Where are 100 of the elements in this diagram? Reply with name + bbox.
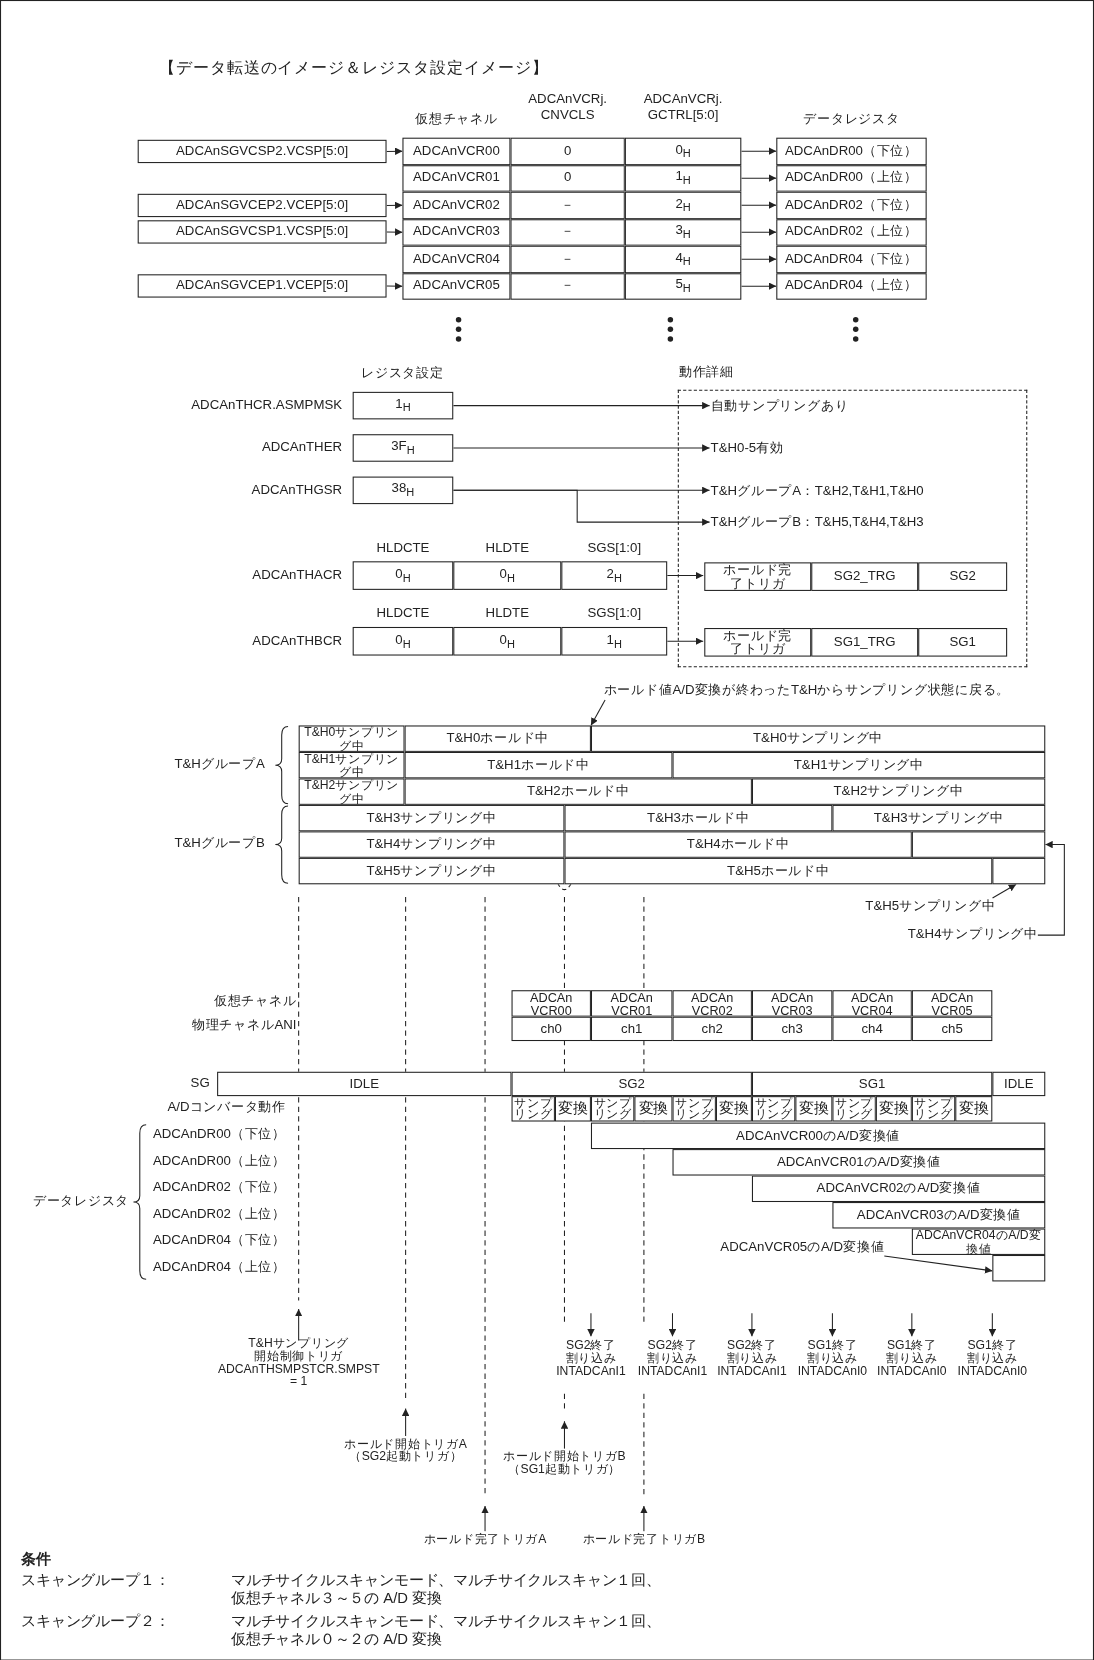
- row-label: ADCAnDR00（上位）: [151, 1153, 286, 1170]
- channel-cell: ch0: [511, 1016, 591, 1042]
- value-bar: ADCAnVCR02のA/D変換値: [751, 1175, 1046, 1202]
- data-register-box: ADCAnDR00（上位）: [776, 164, 927, 192]
- arrow: [740, 282, 777, 290]
- channel-cell: ch5: [911, 1016, 993, 1042]
- timing-cell: T&H1サンプリング中: [298, 751, 405, 779]
- table-cell: 4$_{H}$: [624, 245, 742, 273]
- column-header: SGS[1:0]: [586, 605, 643, 622]
- setting-cell: ホールド完了トリガ: [704, 562, 812, 591]
- value-bar: ADCAnVCR00のA/D変換値: [590, 1122, 1046, 1150]
- register-value-cell: 1$_{H}$: [561, 626, 668, 656]
- table-cell: －: [510, 218, 625, 246]
- table-cell: －: [510, 191, 625, 219]
- setting-cell: SG1: [918, 628, 1008, 657]
- data-register-box: ADCAnDR02（上位）: [776, 218, 927, 246]
- table-cell: 5$_{H}$: [624, 272, 742, 300]
- arrow: [386, 282, 403, 290]
- value-bar: ADCAnVCR03のA/D変換値: [832, 1202, 1046, 1229]
- group-label: T&HグループA: [173, 756, 265, 773]
- table-cell: 2$_{H}$: [624, 191, 742, 219]
- phase-cell: 変換: [955, 1096, 993, 1122]
- trigger-label: ホールド完了トリガB: [580, 1531, 708, 1547]
- phase-cell: サンプリング: [672, 1096, 716, 1122]
- arrow: [666, 637, 704, 645]
- table-cell: －: [510, 245, 625, 273]
- timing-cell: T&H0ホールド中: [404, 725, 591, 752]
- phase-cell: 変換: [634, 1096, 673, 1122]
- state-cell: SG1: [751, 1071, 993, 1097]
- row-label: ADCAnDR04（上位）: [151, 1259, 286, 1276]
- row-label: A/Dコンバータ動作: [166, 1099, 286, 1116]
- channel-cell: ADCAn VCR00: [511, 990, 591, 1017]
- row-label: ADCAnDR02（上位）: [151, 1206, 286, 1223]
- column-header: SGS[1:0]: [586, 540, 643, 556]
- register-field-box: ADCAnSGVCEP2.VCEP[5:0]: [137, 193, 387, 218]
- timing-cell: T&H3サンプリング中: [298, 804, 565, 832]
- phase-cell: サンプリング: [511, 1096, 555, 1122]
- arrow: [740, 201, 777, 209]
- channel-cell: ADCAn VCR02: [672, 990, 752, 1017]
- arrow: [386, 228, 403, 236]
- setting-cell: SG2_TRG: [811, 562, 919, 591]
- arrow: [988, 1312, 997, 1338]
- timing-cell: T&H5ホールド中: [564, 857, 993, 885]
- row-label: ADCAnDR00（下位）: [151, 1126, 286, 1143]
- register-name-label: ADCAnTHER: [260, 439, 343, 456]
- table-cell: ADCAnVCR04: [402, 245, 511, 273]
- data-register-box: ADCAnDR04（下位）: [776, 245, 927, 273]
- channel-cell: ch4: [832, 1016, 912, 1042]
- data-register-box: ADCAnDR00（下位）: [776, 137, 927, 165]
- callout-text: T&H4サンプリング中: [889, 926, 1038, 944]
- row-label: ADCAnDR04（下位）: [151, 1232, 286, 1249]
- column-header: ADCAnVCRj. GCTRL[5:0]: [642, 91, 724, 123]
- section-heading: レジスタ設定: [360, 365, 445, 382]
- timing-cell: T&H3ホールド中: [564, 804, 833, 832]
- phase-cell: サンプリング: [590, 1096, 635, 1122]
- state-cell: IDLE: [217, 1071, 512, 1097]
- register-field-box: ADCAnSGVCSP1.VCSP[5:0]: [137, 220, 387, 244]
- data-register-box: ADCAnDR02（下位）: [776, 191, 927, 219]
- condition-name: スキャングループ１：: [21, 1571, 171, 1590]
- phase-cell: 変換: [795, 1096, 833, 1122]
- table-cell: ADCAnVCR05: [402, 272, 511, 300]
- table-cell: 0: [510, 137, 625, 165]
- timing-cell: T&H5サンプリング中: [298, 857, 565, 885]
- annotation-text: ホールド値A/D変換が終わったT&Hからサンプリング状態に戻る。: [603, 680, 1081, 701]
- column-header: データレジスタ: [802, 111, 901, 128]
- timing-cell: T&H2サンプリング中: [298, 778, 405, 805]
- timing-cell: T&H1サンプリング中: [672, 751, 1046, 779]
- arrow: [386, 201, 403, 209]
- column-header: HLDCTE: [375, 605, 431, 622]
- setting-cell: ホールド完了トリガ: [704, 628, 812, 657]
- arrow: [481, 1505, 489, 1532]
- register-value-cell: 0$_{H}$: [352, 626, 454, 656]
- register-value-cell: 1$_{H}$: [352, 391, 454, 420]
- arrow: [386, 147, 403, 155]
- register-value-cell: 0$_{H}$: [453, 626, 562, 656]
- column-header: ADCAnVCRj. CNVCLS: [527, 91, 608, 123]
- table-cell: ADCAnVCR02: [402, 191, 511, 219]
- register-value-cell: 0$_{H}$: [352, 561, 454, 590]
- timing-cell: T&H4ホールド中: [564, 831, 912, 858]
- value-bar: ADCAnVCR04のA/D変換値: [911, 1228, 1046, 1255]
- arrow: [883, 1255, 993, 1274]
- state-cell: IDLE: [992, 1071, 1046, 1097]
- callout-text: ADCAnVCR05のA/D変換値: [709, 1239, 885, 1257]
- register-value-cell: 38$_{H}$: [352, 476, 454, 505]
- table-cell: 0$_{H}$: [624, 137, 742, 165]
- column-header: HLDTE: [484, 540, 530, 556]
- table-cell: ADCAnVCR00: [402, 137, 511, 165]
- arrow: [1037, 840, 1065, 936]
- arrow: [992, 883, 1017, 899]
- channel-cell: ADCAn VCR01: [590, 990, 673, 1017]
- arrow: [452, 489, 711, 526]
- callout-text: T&H5サンプリング中: [847, 898, 996, 915]
- data-register-box: ADCAnDR04（上位）: [776, 272, 927, 300]
- arrow: [908, 1312, 916, 1338]
- timing-cell: T&H1ホールド中: [404, 751, 673, 779]
- arrow: [740, 255, 777, 263]
- phase-cell: サンプリング: [911, 1096, 956, 1122]
- arrow: [740, 147, 777, 155]
- timing-cell: T&H2サンプリング中: [751, 778, 1046, 805]
- phase-cell: サンプリング: [832, 1096, 876, 1122]
